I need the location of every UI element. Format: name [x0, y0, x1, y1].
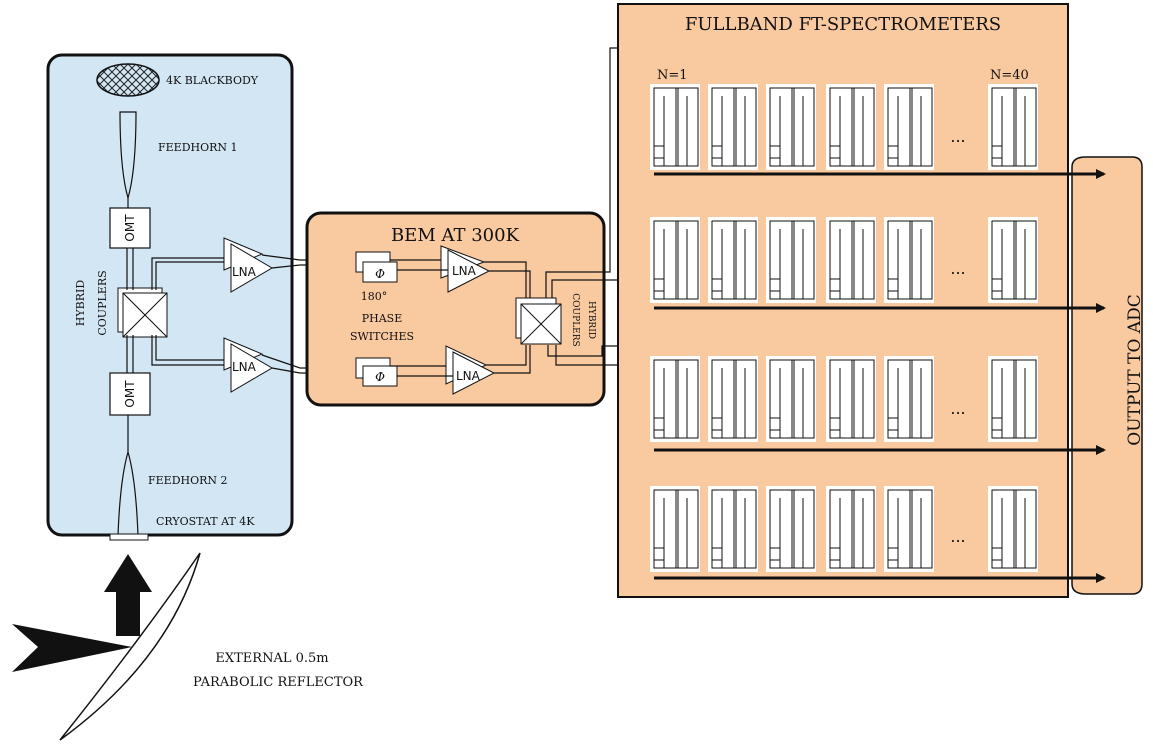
spectrometer-unit [708, 217, 758, 303]
spectrometer-row-4 [650, 486, 1038, 572]
spectrometer-rows [650, 84, 1038, 572]
spectrometer-unit [884, 486, 934, 572]
lna-bem-2-label: LNA [456, 369, 481, 383]
bem-title: BEM AT 300K [391, 225, 520, 246]
spectrometer-unit [650, 356, 700, 442]
cryo-wires [126, 248, 228, 373]
spectrometer-unit [650, 84, 700, 170]
spectrometer-row-3 [650, 356, 1038, 442]
spectrometer-unit [884, 356, 934, 442]
spectrometer-unit [708, 486, 758, 572]
phase-switch-2-icon [355, 357, 398, 387]
row-3-ellipsis: ... [950, 399, 965, 418]
lna-cryo-1-label: LNA [232, 265, 257, 279]
spectrometer-unit [826, 356, 876, 442]
cryostat-box [46, 53, 294, 537]
spectrometers-title: FULLBAND FT-SPECTROMETERS [685, 14, 1001, 35]
bem-wires [390, 259, 531, 377]
spectrometer-row-2 [650, 217, 1038, 303]
lna-cryo-1-icon [223, 237, 273, 293]
spectrometer-unit [766, 84, 816, 170]
spectrometer-unit [826, 217, 876, 303]
blackbody-label: 4K BLACKBODY [166, 74, 259, 87]
bem-hybrid-label-1: HYBRID [586, 301, 596, 339]
omt-1-label: OMT [123, 214, 137, 242]
feedhorn-1-icon [119, 111, 137, 201]
reflector-icon [59, 552, 201, 741]
phase-deg-label: 180° [361, 290, 388, 303]
lna-bem-1-icon [440, 245, 491, 293]
spectrometer-unit [708, 356, 758, 442]
spectrometer-unit [766, 217, 816, 303]
output-label: OUTPUT TO ADC [1125, 294, 1145, 445]
phase-switches-label-2: SWITCHES [350, 330, 414, 343]
hybrid-coupler-bem-icon [515, 297, 562, 345]
reflector-label-2: PARABOLIC REFLECTOR [193, 675, 364, 690]
spectrometer-unit [988, 217, 1038, 303]
spectrometer-unit [826, 84, 876, 170]
input-arrow-right-icon [12, 624, 132, 672]
cryostat-title: CRYOSTAT AT 4K [156, 515, 255, 528]
cryo-hybrid-label-2: COUPLERS [96, 270, 109, 335]
bem-hybrid-label-2: COUPLERS [570, 293, 580, 346]
feedhorn-2-icon [109, 449, 149, 541]
spectrometer-unit [650, 486, 700, 572]
spectrometer-unit [988, 84, 1038, 170]
lna-cryo-2-icon [223, 337, 273, 393]
phase-switch-1-symbol: Φ [375, 267, 385, 281]
row-1-ellipsis: ... [950, 127, 965, 146]
row-2-ellipsis: ... [950, 259, 965, 278]
phase-switch-2-symbol: Φ [375, 370, 385, 384]
blackbody-icon [96, 63, 160, 97]
output-box [1071, 156, 1143, 595]
spectrometer-unit [766, 356, 816, 442]
output-arrows [654, 169, 1106, 583]
lna-bem-1-label: LNA [452, 264, 477, 278]
spectrometer-unit [884, 217, 934, 303]
n-last-label: N=40 [990, 68, 1029, 83]
feedhorn-2-label: FEEDHORN 2 [148, 474, 228, 487]
phase-switch-1-icon [355, 251, 398, 283]
spectrometer-unit [988, 486, 1038, 572]
spectrometer-unit [826, 486, 876, 572]
lna-cryo-2-label: LNA [232, 360, 257, 374]
spectrometer-unit [988, 356, 1038, 442]
spectrometer-unit [650, 217, 700, 303]
spectrometer-unit [766, 486, 816, 572]
hybrid-coupler-cryo-icon [117, 287, 168, 338]
n-first-label: N=1 [657, 68, 688, 83]
input-arrow-up-icon [104, 554, 152, 636]
spectrometer-unit [884, 84, 934, 170]
omt-2-box [109, 372, 151, 416]
phase-switches-label-1: PHASE [362, 312, 403, 325]
omt-1-box [109, 207, 151, 249]
cryo-hybrid-label-1: HYBRID [74, 280, 87, 327]
spectrometer-row-1 [650, 84, 1038, 170]
omt-2-label: OMT [123, 380, 137, 408]
lna-bem-2-icon [445, 345, 496, 395]
reflector-label-1: EXTERNAL 0.5m [215, 651, 328, 666]
row-4-ellipsis: ... [950, 527, 965, 546]
feedhorn-1-label: FEEDHORN 1 [158, 141, 238, 154]
spectrometer-unit [708, 84, 758, 170]
